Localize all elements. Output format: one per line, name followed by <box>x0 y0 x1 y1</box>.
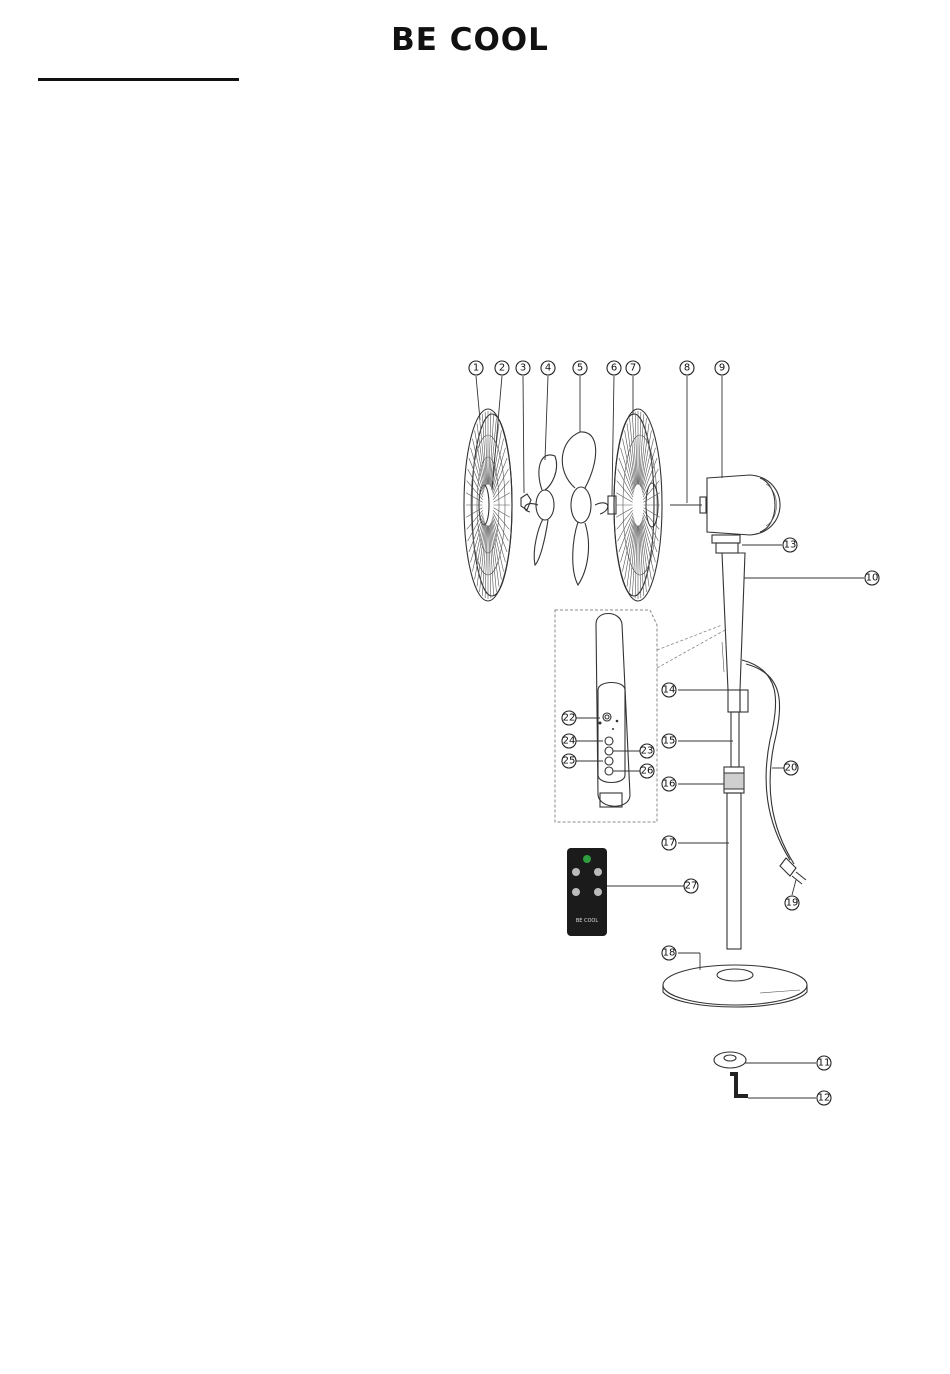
callout-11: 11 <box>817 1056 831 1070</box>
callout-27: 27 <box>684 879 698 893</box>
callout-25: 25 <box>562 754 576 768</box>
grille-wire <box>489 525 493 596</box>
callout-6: 6 <box>607 361 621 375</box>
callout-10: 10 <box>865 571 879 585</box>
svg-text:24: 24 <box>563 736 576 747</box>
grille-wire <box>639 412 641 485</box>
svg-text:3: 3 <box>520 363 526 374</box>
fan-base <box>663 965 807 1007</box>
fan-blade-small <box>525 455 557 565</box>
grille-wire <box>493 510 509 529</box>
callout-4: 4 <box>541 361 555 375</box>
svg-text:22: 22 <box>563 713 576 724</box>
svg-text:7: 7 <box>630 363 636 374</box>
svg-text:25: 25 <box>563 756 576 767</box>
front-grille <box>464 409 512 601</box>
svg-text:16: 16 <box>663 779 676 790</box>
grille-wire <box>493 493 509 503</box>
control-panel-detail <box>555 610 725 822</box>
grille-wire <box>616 493 632 503</box>
blade-spinner <box>521 494 531 510</box>
grille-wire <box>493 481 509 500</box>
svg-text:13: 13 <box>784 540 797 551</box>
grille-wire <box>489 412 491 485</box>
callout-12: 12 <box>817 1091 831 1105</box>
rear-grille <box>608 409 662 601</box>
svg-text:19: 19 <box>786 898 799 909</box>
fan-blade-large <box>562 432 608 585</box>
svg-text:10: 10 <box>866 573 879 584</box>
grille-wire <box>482 525 486 596</box>
callout-5: 5 <box>573 361 587 375</box>
svg-text:12: 12 <box>818 1093 831 1104</box>
svg-text:6: 6 <box>611 363 617 374</box>
grille-wire <box>617 481 633 500</box>
grille-wire <box>485 526 487 599</box>
svg-text:17: 17 <box>663 838 676 849</box>
svg-text:15: 15 <box>663 736 676 747</box>
grille-wire <box>639 414 643 485</box>
callout-14: 14 <box>662 683 676 697</box>
grille-wire <box>485 412 487 485</box>
grille-wire <box>616 508 632 518</box>
grille-wire <box>639 525 643 596</box>
svg-text:11: 11 <box>818 1058 831 1069</box>
remote-brand-label: BE COOL <box>576 918 599 924</box>
callout-2: 2 <box>495 361 509 375</box>
telescopic-pole <box>724 690 748 949</box>
base-bolt <box>730 1074 748 1096</box>
callout-3: 3 <box>516 361 530 375</box>
motor-assembly <box>670 475 780 553</box>
svg-text:14: 14 <box>663 685 676 696</box>
callout-1: 1 <box>469 361 483 375</box>
grille-wire <box>617 510 633 529</box>
callout-24: 24 <box>562 734 576 748</box>
svg-text:18: 18 <box>663 948 676 959</box>
callout-19: 19 <box>785 896 799 910</box>
callout-23: 23 <box>640 744 654 758</box>
base-nut <box>714 1052 746 1068</box>
grille-wire <box>632 525 636 596</box>
grille-wire <box>639 526 641 599</box>
callout-18: 18 <box>662 946 676 960</box>
grille-wire <box>635 412 637 485</box>
svg-text:5: 5 <box>577 363 583 374</box>
callout-22: 22 <box>562 711 576 725</box>
grille-wire <box>635 526 637 599</box>
callout-13: 13 <box>783 538 797 552</box>
svg-text:20: 20 <box>785 763 798 774</box>
svg-text:2: 2 <box>499 363 505 374</box>
callout-8: 8 <box>680 361 694 375</box>
callout-16: 16 <box>662 777 676 791</box>
callout-20: 20 <box>784 761 798 775</box>
callout-26: 26 <box>640 764 654 778</box>
callout-17: 17 <box>662 836 676 850</box>
callout-7: 7 <box>626 361 640 375</box>
grille-wire <box>489 526 491 599</box>
svg-text:26: 26 <box>641 766 654 777</box>
svg-text:23: 23 <box>641 746 654 757</box>
callout-9: 9 <box>715 361 729 375</box>
upper-body <box>722 553 745 690</box>
grille-wire <box>632 414 636 485</box>
svg-text:9: 9 <box>719 363 725 374</box>
svg-text:1: 1 <box>473 363 479 374</box>
grille-wire <box>482 414 486 485</box>
remote-control: BE COOL <box>567 848 607 936</box>
grille-wire <box>493 508 509 518</box>
callout-15: 15 <box>662 734 676 748</box>
svg-text:4: 4 <box>545 363 551 374</box>
svg-text:27: 27 <box>685 881 698 892</box>
svg-text:8: 8 <box>684 363 690 374</box>
